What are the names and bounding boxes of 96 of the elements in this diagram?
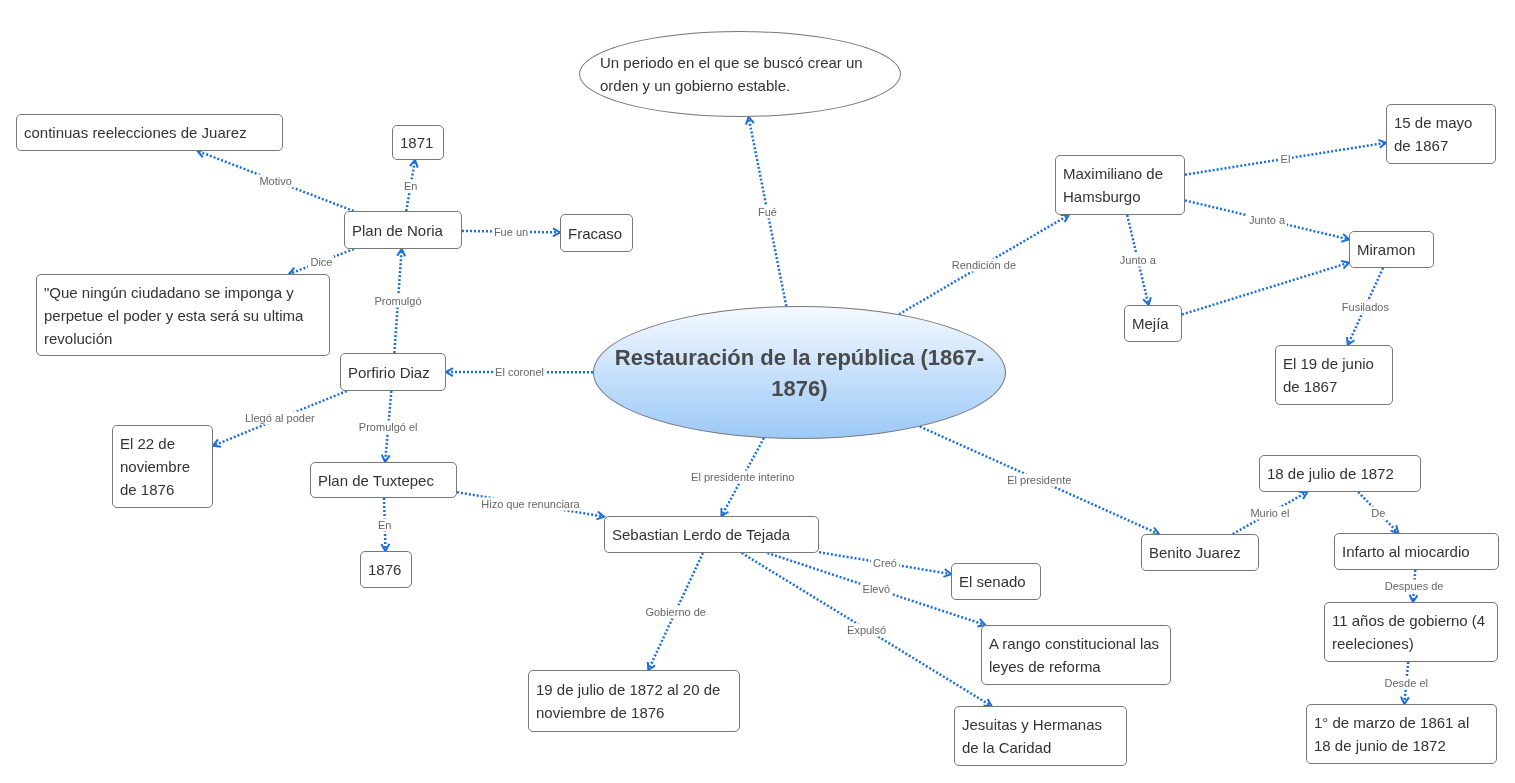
topic-box (1324, 602, 1498, 662)
node-text: Fracaso (568, 223, 623, 244)
node-text: continuas reelecciones de Juarez (24, 123, 247, 143)
topic-box (360, 551, 412, 588)
node-text: 1871 (400, 133, 434, 153)
node-text: Benito Juarez (1149, 543, 1241, 563)
node-text: 15 de mayo de 1867 (1394, 113, 1474, 156)
arrow (1232, 490, 1309, 536)
edge-label: El presidente interino (689, 470, 797, 484)
edge-label: Junto a (1117, 253, 1158, 267)
edge-label: El (1278, 152, 1293, 166)
node-text: 18 de julio de 1872 (1267, 464, 1394, 484)
node-text: "Que ningún ciudadano se imponga y perpetue el poder y esta será su ultima revolución (44, 282, 305, 349)
arrow (380, 497, 391, 552)
arrow (1125, 214, 1152, 306)
node-text: El 19 de junio de 1867 (1283, 354, 1375, 397)
arrow (1408, 569, 1419, 603)
node-text: Plan de Noria (352, 220, 443, 241)
node-text: Porfirio Diaz (348, 362, 430, 383)
topic-box (1386, 104, 1496, 164)
edge-label: Fue un (491, 225, 531, 239)
topic-box (340, 353, 446, 391)
node-text: Infarto al miocardio (1342, 542, 1470, 562)
node-text: 19 de julio de 1872 al 20 de noviembre de 1876 (536, 680, 722, 723)
topic-box (392, 125, 444, 160)
edge-label: El presidente (1005, 473, 1074, 487)
arrow (646, 552, 705, 671)
topic-box (310, 462, 457, 498)
topic-box (36, 274, 330, 356)
arrow (1181, 259, 1350, 316)
arrow (720, 437, 765, 517)
node-text: Maximiliano de Hamsburgo (1063, 164, 1165, 207)
arrow (1357, 491, 1400, 534)
node-text: 1876 (368, 560, 402, 580)
arrow (898, 213, 1070, 316)
edge-label: Junto a (1246, 213, 1288, 227)
topic-box (1334, 533, 1499, 570)
edge-label: Elevó (860, 582, 893, 596)
arrow (741, 551, 993, 708)
topic-box (16, 114, 283, 151)
arrow (380, 390, 393, 463)
edge-label: Rendición de (949, 258, 1018, 272)
arrow (919, 425, 1160, 536)
edge-label: Fusilados (1339, 300, 1391, 313)
topic-box (1349, 231, 1434, 268)
topic-box (1055, 155, 1185, 215)
arrow (1184, 138, 1387, 176)
topic-box (1259, 455, 1421, 492)
arrow (393, 248, 407, 354)
node-text: Sebastian Lerdo de Tejada (612, 525, 791, 545)
topic-box (528, 670, 740, 732)
edge-label: Motivo (257, 174, 294, 188)
node-text: 11 años de gobierno (4 reeleciones) (1332, 611, 1487, 654)
arrow (767, 551, 987, 628)
edge-label: Promulgó (372, 294, 424, 308)
node-text: El senado (959, 572, 1026, 592)
topic-box (344, 211, 462, 249)
edge-label: Fué (755, 205, 779, 219)
edge-label: Desde el (1382, 676, 1430, 690)
edge-label: Dice (308, 255, 335, 268)
node-text: 1° de marzo de 1861 al 18 de junio de 1872 (1314, 713, 1471, 756)
edge-label: Llegó al poder (242, 411, 317, 425)
topic-box (1141, 534, 1259, 571)
arrow (405, 159, 419, 212)
arrow (1346, 267, 1385, 346)
arrow (212, 389, 348, 448)
edge-label: De (1369, 506, 1388, 519)
topic-box (981, 625, 1171, 685)
edge-label: Expulsó (845, 623, 889, 636)
edge-label: Promulgó el (356, 420, 420, 433)
edge-label: Creó (871, 556, 899, 570)
topic-box (1275, 345, 1393, 405)
topic-box (1306, 704, 1497, 764)
node-text: Mejía (1132, 314, 1169, 334)
node-text: Un periodo en el que se buscó crear un orden y un gobierno estable. (600, 53, 864, 96)
edge-label: El coronel (493, 365, 546, 379)
topic-box (954, 706, 1127, 766)
edge-label: Gobierno de (643, 605, 708, 618)
edge-label: En (401, 179, 420, 192)
topic-box (951, 563, 1041, 600)
arrow (1399, 661, 1410, 705)
arrow (745, 115, 788, 307)
topic-box (112, 425, 213, 508)
node-text: Miramon (1357, 240, 1416, 260)
node-text: El 22 de noviembre de 1876 (120, 434, 192, 500)
topic-box (1124, 305, 1182, 342)
node-text: Jesuitas y Hermanas de la Caridad (962, 715, 1104, 758)
edge-label: En (376, 518, 394, 531)
topic-box (560, 214, 633, 252)
edge-label: Despues de (1382, 579, 1446, 593)
topic-box (604, 516, 819, 553)
edge-label: Hizo que renunciara (479, 497, 582, 511)
edge-label: Murio el (1248, 506, 1292, 520)
node-text: A rango constitucional las leyes de reforma (989, 634, 1161, 677)
node-text: Restauración de la república (1867-1876) (614, 343, 985, 403)
node-text: Plan de Tuxtepec (318, 470, 434, 491)
